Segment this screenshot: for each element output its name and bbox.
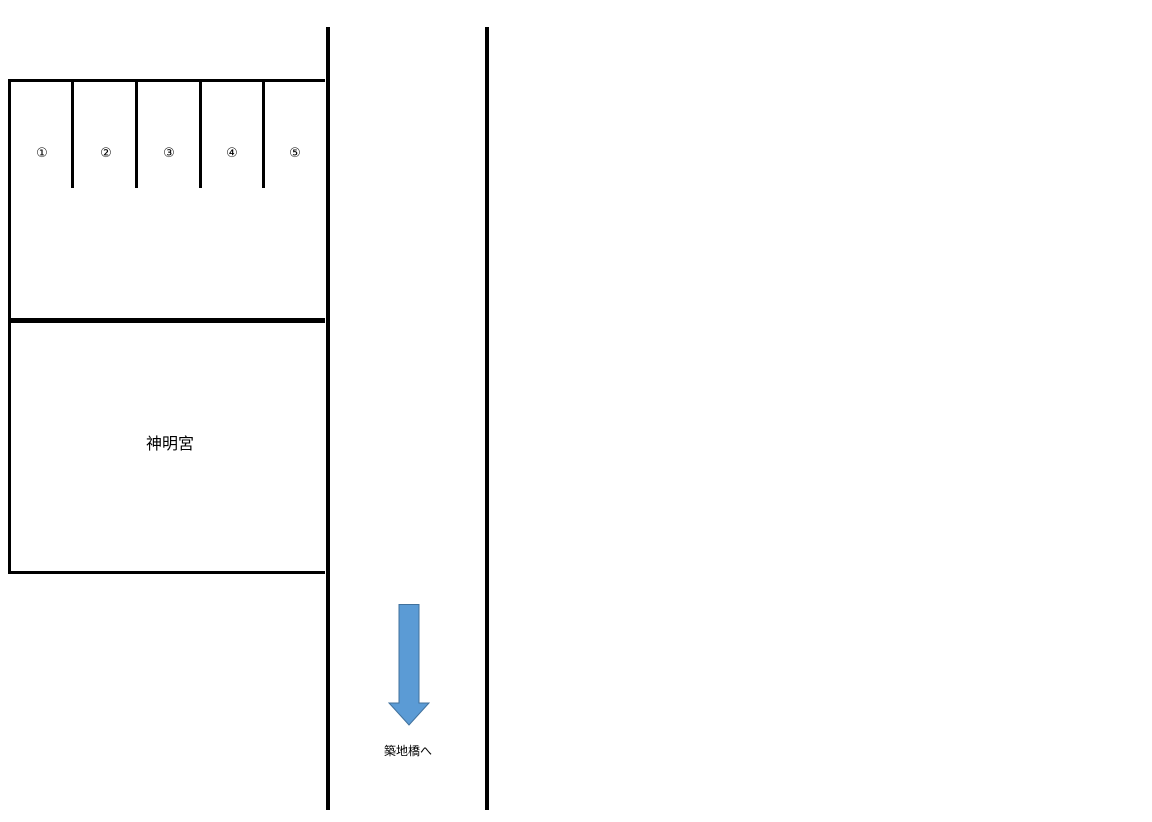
parking-space-5-label: ⑤ xyxy=(289,146,301,161)
down-arrow-icon xyxy=(388,604,430,726)
direction-label: 築地橋へ xyxy=(383,744,432,758)
parking-space-3-label: ③ xyxy=(163,146,175,161)
parking-space-1-label: ① xyxy=(36,146,48,161)
shrine-area xyxy=(8,318,325,574)
parking-divider xyxy=(199,82,202,188)
road-edge-left xyxy=(326,27,330,810)
parking-space-2-label: ② xyxy=(100,146,112,161)
parking-lot xyxy=(8,79,325,323)
shrine-label: 神明宮 xyxy=(145,434,194,453)
parking-divider xyxy=(135,82,138,188)
parking-space-4-label: ④ xyxy=(226,146,238,161)
parking-divider xyxy=(71,82,74,188)
road-edge-right xyxy=(485,27,489,810)
parking-divider xyxy=(262,82,265,188)
